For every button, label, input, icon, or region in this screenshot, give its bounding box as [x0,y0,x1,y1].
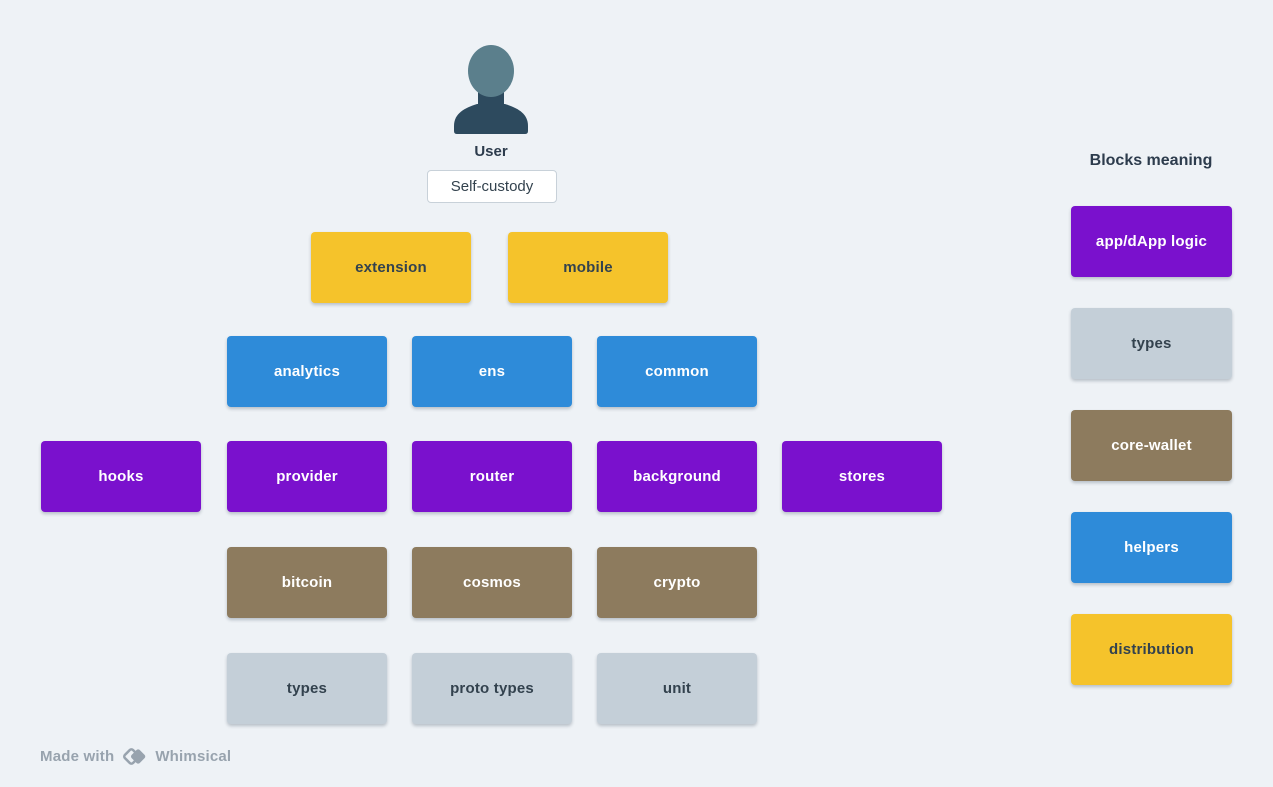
legend-title: Blocks meaning [1089,152,1213,169]
block-proto-types[interactable]: proto types [412,653,572,724]
block-analytics[interactable]: analytics [227,336,387,407]
block-types[interactable]: types [227,653,387,724]
block-common[interactable]: common [597,336,757,407]
block-extension[interactable]: extension [311,232,471,303]
block-stores[interactable]: stores [782,441,942,512]
legend-item-distribution[interactable]: distribution [1071,614,1232,685]
whimsical-logo-icon [123,748,146,765]
block-cosmos[interactable]: cosmos [412,547,572,618]
block-router[interactable]: router [412,441,572,512]
made-with-whimsical-watermark[interactable]: Made with Whimsical [40,743,231,770]
watermark-prefix: Made with [40,748,115,765]
block-hooks[interactable]: hooks [41,441,201,512]
user-label: User [474,143,508,160]
self-custody-badge[interactable]: Self-custody [427,170,557,203]
block-provider[interactable]: provider [227,441,387,512]
user-icon [454,45,528,134]
watermark-brand: Whimsical [155,748,232,765]
block-unit[interactable]: unit [597,653,757,724]
block-mobile[interactable]: mobile [508,232,668,303]
block-ens[interactable]: ens [412,336,572,407]
block-background[interactable]: background [597,441,757,512]
block-crypto[interactable]: crypto [597,547,757,618]
block-bitcoin[interactable]: bitcoin [227,547,387,618]
legend-item-helpers[interactable]: helpers [1071,512,1232,583]
legend-item-core-wallet[interactable]: core-wallet [1071,410,1232,481]
legend-item-types[interactable]: types [1071,308,1232,379]
legend-item-app-dapp-logic[interactable]: app/dApp logic [1071,206,1232,277]
